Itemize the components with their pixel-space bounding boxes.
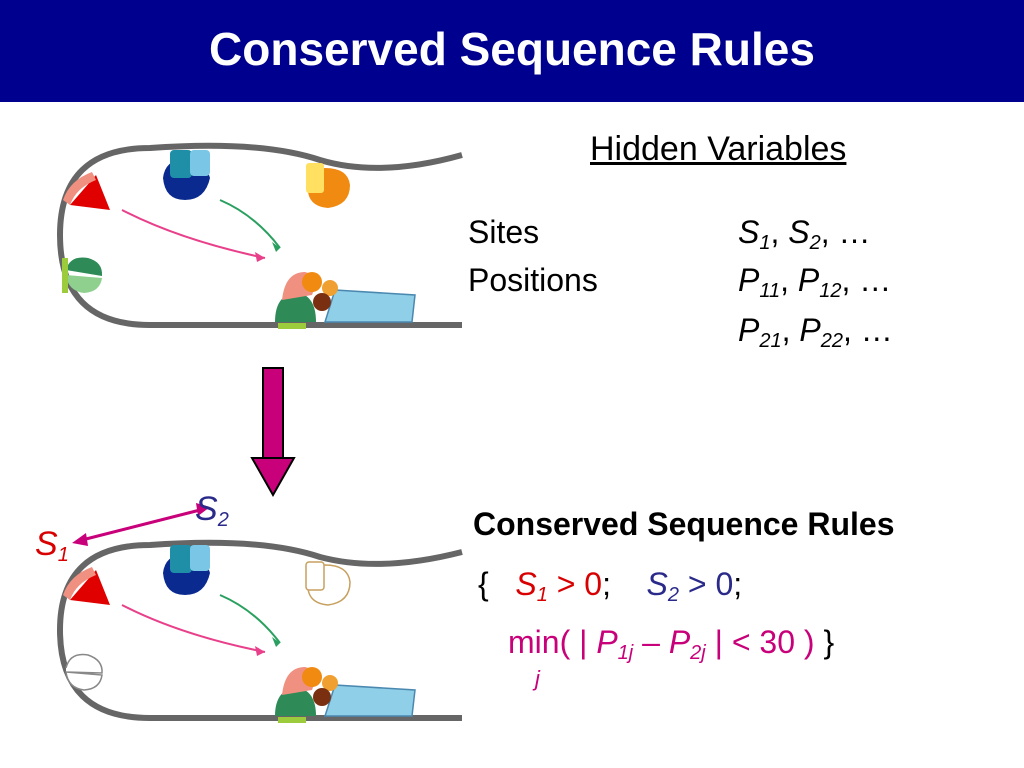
- diagram-s2-label: S2: [195, 490, 229, 531]
- hidden-variables-heading: Hidden Variables: [590, 130, 847, 168]
- bottom-dna-loop-diagram: [56, 539, 463, 723]
- top-lightblue-protein: [190, 150, 210, 176]
- bottom-orange-ball-2: [322, 675, 338, 691]
- top-green-arrow: [219, 199, 281, 249]
- top-pink-arrow: [121, 209, 266, 259]
- positions-value-row2: P21, P22, …: [738, 312, 893, 352]
- sites-value: S1, S2, …: [738, 214, 871, 254]
- bottom-pink-arrowhead: [255, 646, 265, 656]
- top-green-marker-2: [278, 323, 306, 329]
- top-green-site: [66, 257, 103, 276]
- title-bar: [0, 0, 1024, 102]
- top-teal-protein: [170, 150, 192, 178]
- bottom-brown-ball: [313, 688, 331, 706]
- top-dna-strand: [56, 142, 463, 328]
- top-red-site: [70, 175, 110, 210]
- top-orange-ball-2: [322, 280, 338, 296]
- sites-label: Sites: [468, 214, 540, 250]
- min-index-label: j: [535, 666, 540, 691]
- bottom-outline-protein-top: [305, 561, 325, 591]
- top-pink-arrowhead: [255, 252, 265, 262]
- top-dna-loop-diagram: [56, 142, 463, 329]
- diagram-s1-label: S1: [35, 525, 69, 566]
- top-orange-ball-1: [302, 272, 322, 292]
- slide-title: Conserved Sequence Rules: [209, 23, 815, 75]
- bottom-lightblue-protein: [190, 545, 210, 571]
- bottom-pink-arrow: [121, 604, 266, 653]
- positions-label: Positions: [468, 262, 598, 298]
- bottom-green-arrowhead: [272, 637, 280, 647]
- rules-site-conditions: { S1 > 0; S2 > 0;: [478, 566, 743, 606]
- bottom-orange-ball-1: [302, 667, 322, 687]
- top-yellow-protein: [306, 163, 324, 193]
- rules-heading: Conserved Sequence Rules: [473, 506, 895, 542]
- bottom-red-site: [70, 570, 110, 605]
- bottom-green-marker: [278, 717, 306, 723]
- bottom-teal-protein: [170, 545, 192, 573]
- bottom-salmon-site: [63, 567, 96, 600]
- rules-distance-condition: min( | P1j – P2j | < 30 ) }: [508, 624, 835, 664]
- top-salmon-site: [63, 172, 96, 205]
- top-green-arrowhead: [272, 242, 280, 252]
- bottom-outline-site: [65, 653, 103, 691]
- positions-value-row1: P11, P12, …: [738, 262, 892, 302]
- top-green-marker: [62, 258, 68, 293]
- bottom-green-arrow: [219, 594, 281, 644]
- transition-arrow: [250, 367, 296, 498]
- top-brown-ball: [313, 293, 331, 311]
- s1-s2-distance-arrow: [72, 503, 210, 546]
- top-green-complex: [275, 292, 316, 322]
- top-blue-complex: [323, 289, 416, 323]
- top-lightgreen-site: [66, 275, 102, 293]
- bottom-blue-complex: [323, 684, 416, 717]
